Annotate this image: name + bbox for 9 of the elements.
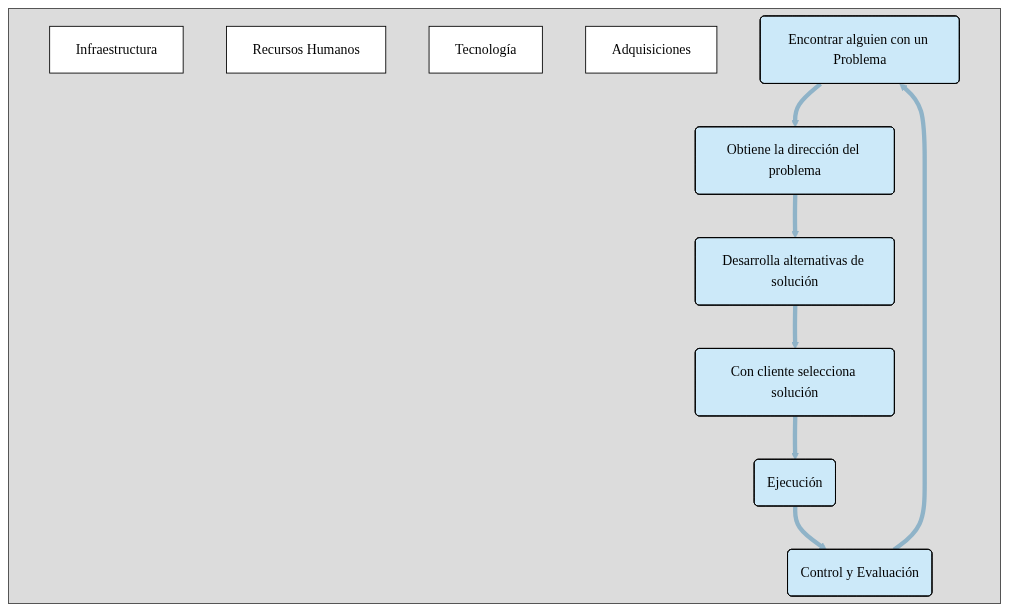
arrow [791,194,799,239]
node-box: Tecnología [428,25,543,74]
arrow [791,82,822,128]
arrow [793,506,827,551]
node-box: Infraestructura [49,25,184,74]
node-box: Recursos Humanos [226,25,387,74]
arrow [791,305,799,350]
node-box: Adquisiciones [585,25,718,74]
arrow [791,416,799,461]
